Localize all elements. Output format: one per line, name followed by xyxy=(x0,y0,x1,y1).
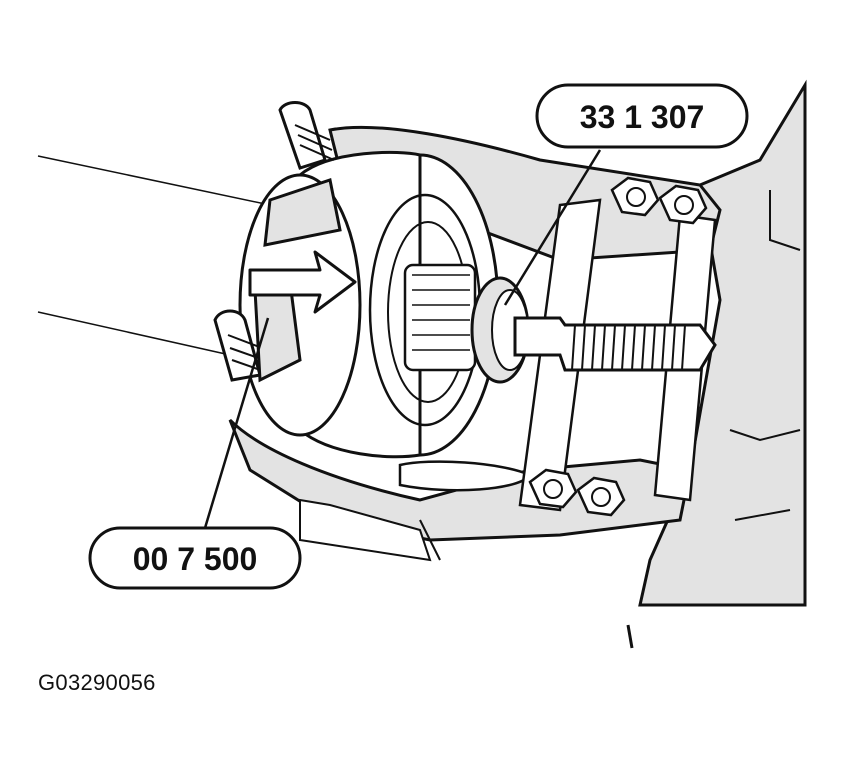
nut-upper-right xyxy=(658,184,708,225)
callout-tool-00-7-500: 00 7 500 xyxy=(88,317,302,590)
callout-label-bottom: 00 7 500 xyxy=(133,541,258,577)
threaded-spindle xyxy=(513,316,717,372)
figure-id: G03290056 xyxy=(38,670,156,695)
nut-lower-left xyxy=(528,468,578,509)
callout-tool-33-1-307: 33 1 307 xyxy=(503,83,749,306)
callout-label-top: 33 1 307 xyxy=(580,99,705,135)
leader-lines xyxy=(37,155,271,356)
direction-arrow-icon xyxy=(248,250,357,314)
hex-nuts xyxy=(528,176,708,517)
nut-lower-right xyxy=(576,476,626,517)
gearbox-housing xyxy=(626,79,807,649)
gearbox-flange xyxy=(299,498,441,562)
nut-upper-left xyxy=(610,176,660,217)
